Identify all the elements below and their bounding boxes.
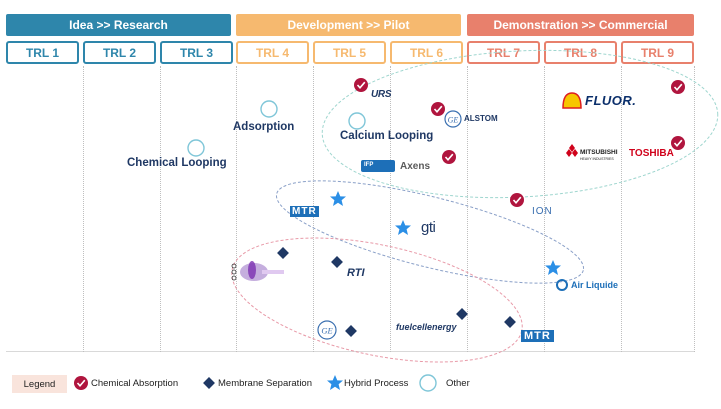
rti-logo: RTI bbox=[347, 267, 365, 279]
trl-3: TRL 3 bbox=[160, 41, 233, 64]
phase-development-pilot: Development >> Pilot bbox=[236, 14, 461, 36]
legend-circle-icon bbox=[419, 374, 437, 392]
legend-diamond-icon bbox=[203, 377, 215, 389]
trl-5: TRL 5 bbox=[313, 41, 386, 64]
legend-label-chemical-absorption: Chemical Absorption bbox=[91, 378, 179, 389]
ge-logo-text: GE bbox=[448, 116, 459, 125]
mitsubishi-logo: MITSUBISHI bbox=[580, 149, 618, 156]
legend-label-hybrid-process: Hybrid Process bbox=[344, 378, 409, 389]
marker-diamond-1 bbox=[277, 247, 289, 259]
trl-9: TRL 9 bbox=[621, 41, 694, 64]
toshiba-logo: TOSHIBA bbox=[629, 148, 674, 159]
urs-logo: URS bbox=[371, 89, 392, 100]
mtr-logo-top: MTR bbox=[290, 206, 319, 217]
hybrid-process-group bbox=[275, 180, 585, 284]
membrane-startup-logo-icon bbox=[231, 261, 284, 281]
marker-check-ion bbox=[509, 192, 525, 208]
air-liquide-logo: Air Liquide bbox=[571, 280, 618, 290]
legend-label-membrane-separation: Membrane Separation bbox=[218, 378, 312, 389]
air-liquide-logo-icon bbox=[556, 279, 568, 291]
technology-label-chemical-looping: Chemical Looping bbox=[127, 157, 227, 169]
marker-diamond-fuelcell bbox=[456, 308, 468, 320]
ifp-logo: IFP bbox=[364, 162, 374, 168]
grid-line bbox=[236, 66, 237, 352]
grid-line bbox=[390, 66, 391, 352]
grid-line bbox=[621, 66, 622, 352]
grid-line bbox=[694, 66, 695, 352]
phase-demonstration-commercial: Demonstration >> Commercial bbox=[467, 14, 694, 36]
fuelcellenergy-logo: fuelcellenergy bbox=[396, 322, 457, 332]
ifp-logo-icon bbox=[361, 160, 395, 172]
shell-logo-icon bbox=[562, 92, 582, 109]
grid-line bbox=[83, 66, 84, 352]
ge-logo-text: GE bbox=[321, 326, 333, 336]
grid-line bbox=[160, 66, 161, 352]
fluor-logo: FLUOR. bbox=[585, 93, 637, 108]
grid-line bbox=[544, 66, 545, 352]
marker-other-calcium-looping bbox=[348, 112, 366, 130]
legend-title: Legend bbox=[12, 375, 67, 393]
trl-6: TRL 6 bbox=[390, 41, 463, 64]
diagram-frame bbox=[6, 66, 694, 352]
mitsubishi-logo-icon bbox=[566, 144, 578, 157]
marker-star-mtr bbox=[330, 191, 346, 206]
technology-label-adsorption: Adsorption bbox=[233, 121, 295, 133]
trl-8: TRL 8 bbox=[544, 41, 617, 64]
marker-check-fluor bbox=[670, 79, 686, 95]
marker-check-urs bbox=[353, 77, 369, 93]
mitsubishi-sub-logo: HEAVY INDUSTRIES bbox=[580, 157, 614, 161]
marker-diamond-rti bbox=[331, 256, 343, 268]
legend-star-icon bbox=[327, 375, 343, 390]
grid-line bbox=[467, 66, 468, 352]
ge-logo-icon: GE bbox=[444, 110, 462, 128]
technology-label-calcium-looping: Calcium Looping bbox=[340, 130, 434, 142]
marker-check-alstom bbox=[430, 101, 446, 117]
axens-logo: Axens bbox=[400, 161, 431, 172]
trl-7: TRL 7 bbox=[467, 41, 540, 64]
marker-star-air-liquide bbox=[545, 260, 561, 275]
marker-diamond-ge bbox=[345, 325, 357, 337]
phase-idea-research: Idea >> Research bbox=[6, 14, 231, 36]
trl-4: TRL 4 bbox=[236, 41, 309, 64]
membrane-separation-group bbox=[231, 237, 523, 363]
legend-check-icon bbox=[73, 375, 89, 391]
alstom-logo: ALSTOM bbox=[464, 114, 498, 123]
marker-diamond-mtr bbox=[504, 316, 516, 328]
trl-1: TRL 1 bbox=[6, 41, 79, 64]
legend-label-other: Other bbox=[446, 378, 470, 389]
marker-other-adsorption bbox=[260, 100, 278, 118]
ge-logo-icon: GE bbox=[317, 320, 337, 340]
chemical-absorption-group bbox=[321, 49, 719, 199]
ion-logo: ION bbox=[532, 206, 553, 217]
marker-other-chemical-looping bbox=[187, 139, 205, 157]
marker-check-axens bbox=[441, 149, 457, 165]
mtr-logo-bottom: MTR bbox=[521, 330, 554, 342]
trl-2: TRL 2 bbox=[83, 41, 156, 64]
marker-star-gti bbox=[395, 220, 411, 235]
gti-logo: gti bbox=[421, 219, 436, 236]
